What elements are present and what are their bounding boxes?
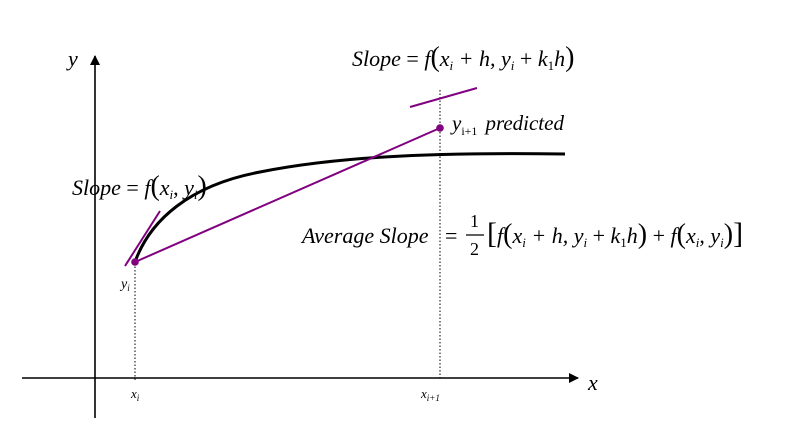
end-slope-formula: Slope = f(xi + h, yi + k1h) [352, 42, 574, 73]
average-slope-bracket-expression: [f(xi + h, yi + k1h) + f(xi, yi)] [487, 217, 743, 250]
start-point [131, 258, 139, 266]
fraction-numerator: 1 [470, 211, 479, 231]
average-slope-formula: Average Slope = 1 2 [f(xi + h, yi + k1h)… [300, 211, 743, 259]
start-slope-segment [124, 210, 161, 267]
fraction-denominator: 2 [470, 239, 479, 259]
average-slope-equals: = [445, 223, 457, 248]
solution-curve [133, 152, 566, 263]
y-axis-label: y [66, 46, 78, 71]
yi-label: yi [119, 277, 130, 293]
x-axis-label: x [587, 370, 598, 395]
start-slope-formula: Slope = f(xi, yi) [72, 171, 207, 202]
xi1-tick-label: xi+1 [420, 386, 440, 403]
predictor-line [134, 127, 441, 263]
average-slope-prefix: Average Slope [300, 223, 429, 248]
xi-tick-label: xi [130, 386, 140, 403]
end-slope-segment [409, 87, 478, 108]
predicted-point [436, 124, 444, 132]
